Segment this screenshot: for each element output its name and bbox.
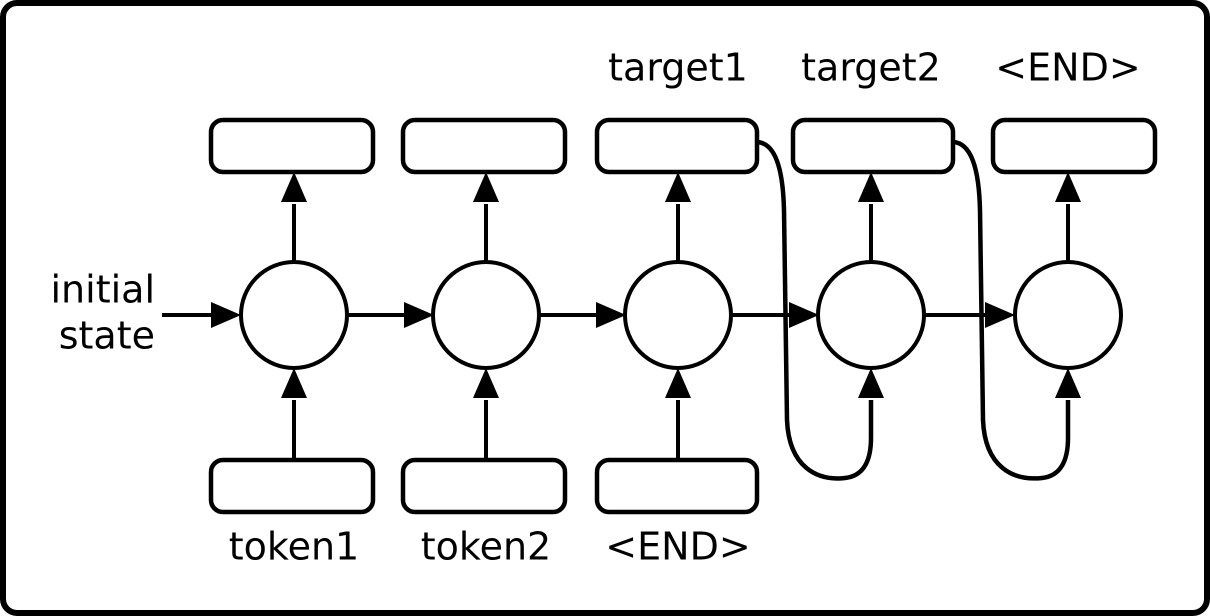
output-box-4[interactable]: [990, 117, 1158, 175]
feedback-group: [756, 139, 1081, 481]
timestep-group-3: target2: [790, 46, 956, 370]
output-box-0[interactable]: [208, 117, 376, 175]
arrowhead-cell-to-output-1: [473, 172, 499, 202]
arrowhead-feedback-3-to-4: [1055, 368, 1081, 398]
initial-state-label-line2: state: [59, 314, 155, 358]
feedback-curve-3-to-4: [952, 139, 1071, 481]
output-box-3[interactable]: [790, 117, 956, 175]
arrowhead-cell-0-to-1: [404, 302, 434, 328]
rnn-cell-3[interactable]: [816, 260, 926, 370]
timestep-group-0: token1: [208, 117, 376, 569]
input-label-2: <END>: [605, 525, 750, 569]
arrowhead-cell-to-output-0: [281, 172, 307, 202]
initial-state-group: initial state: [51, 268, 241, 358]
timestep-group-1: token2: [400, 117, 568, 569]
arrowhead-input-to-cell-2: [665, 368, 691, 398]
arrowhead-cell-1-to-2: [596, 302, 626, 328]
output-label-3: target2: [801, 46, 941, 90]
timestep-group-4: <END>: [990, 46, 1158, 370]
input-label-1: token2: [421, 525, 551, 569]
arrowhead-cell-to-output-3: [858, 172, 884, 202]
rnn-cell-2[interactable]: [623, 260, 733, 370]
output-box-1[interactable]: [400, 117, 568, 175]
arrowhead-cell-2-to-3: [789, 302, 819, 328]
input-box-2[interactable]: [594, 457, 760, 515]
initial-state-label-line1: initial: [51, 268, 156, 312]
output-label-2: target1: [608, 46, 748, 90]
arrowhead-input-to-cell-0: [281, 368, 307, 398]
output-label-4: <END>: [995, 46, 1140, 90]
rnn-cell-4[interactable]: [1013, 260, 1123, 370]
feedback-curve-2-to-3: [756, 139, 874, 481]
arrowhead-cell-3-to-4: [985, 302, 1015, 328]
rnn-cell-0[interactable]: [239, 260, 349, 370]
input-box-1[interactable]: [400, 457, 568, 515]
arrowhead-input-to-cell-1: [473, 368, 499, 398]
rnn-cell-1[interactable]: [431, 260, 541, 370]
input-box-0[interactable]: [208, 457, 376, 515]
output-box-2[interactable]: [594, 117, 760, 175]
arrowhead-cell-to-output-4: [1055, 172, 1081, 202]
input-label-0: token1: [229, 525, 359, 569]
arrowhead-cell-to-output-2: [665, 172, 691, 202]
arrowhead-feedback-2-to-3: [858, 368, 884, 398]
arrowhead-initial-state: [211, 302, 241, 328]
timestep-group-2: target1 <END>: [594, 46, 760, 569]
